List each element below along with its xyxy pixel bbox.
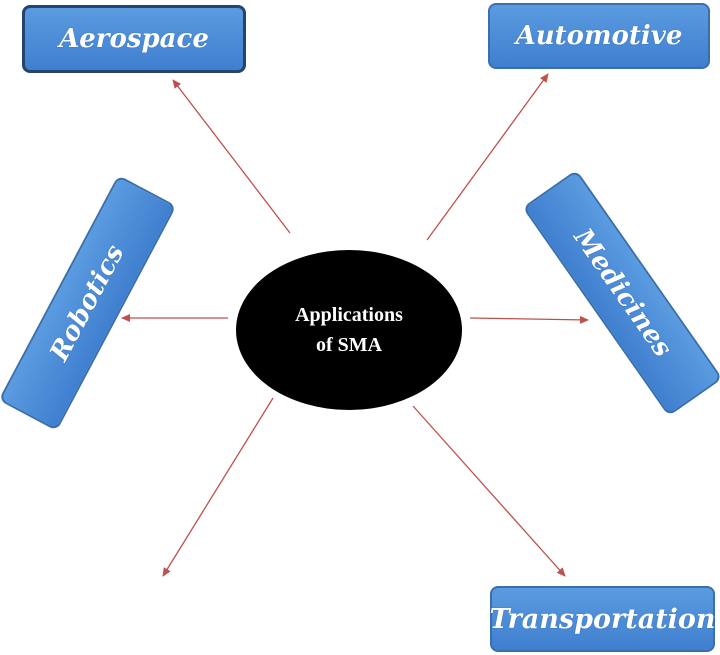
transportation-label: Transportation (489, 603, 716, 635)
automotive-label: Automotive (515, 21, 683, 51)
aerospace-label: Aerospace (59, 24, 209, 54)
aerospace-box: Aerospace (22, 5, 246, 73)
arrow-to-bottom-left (162, 397, 274, 577)
arrow-to-automotive (426, 73, 549, 241)
automotive-box: Automotive (488, 3, 710, 69)
center-label-line2: of SMA (315, 334, 383, 356)
center-ellipse: Applications of SMA (236, 250, 462, 410)
arrow-to-aerospace (172, 79, 291, 234)
arrow-to-transportation (412, 405, 566, 577)
transportation-box: Transportation (489, 586, 716, 652)
arrow-to-medicines (469, 315, 589, 324)
center-label-line1: Applications (295, 304, 403, 326)
